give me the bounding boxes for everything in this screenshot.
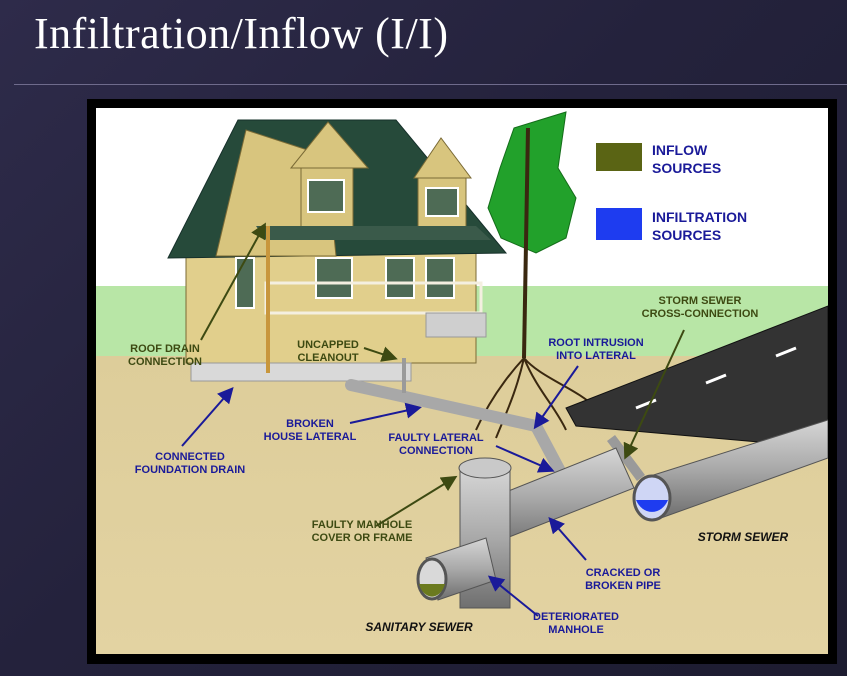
label-uncapped-cleanout-line2: CLEANOUT [297,352,358,364]
label-deteriorated-manhole-line2: MANHOLE [548,624,604,636]
label-faulty-lateral-line2: CONNECTION [399,445,473,457]
slide-title: Infiltration/Inflow (I/I) [34,9,449,58]
infiltration-swatch [596,208,642,240]
storm-sewer-pipe [607,419,828,522]
legend-inflow-line1: INFLOW [652,142,708,158]
label-broken-lateral-line1: BROKEN [286,418,334,430]
label-storm-sewer: STORM SEWER [698,530,789,544]
label-broken-lateral-line2: HOUSE LATERAL [264,431,357,443]
label-roof-drain-line2: CONNECTION [128,356,202,368]
legend-infiltration-line1: INFILTRATION [652,209,747,225]
callout-labels: ROOF DRAIN CONNECTION UNCAPPED CLEANOUT … [128,295,789,636]
label-deteriorated-manhole-line1: DETERIORATED [533,611,619,623]
label-cracked-pipe-line1: CRACKED OR [586,567,661,579]
road [565,305,828,449]
tree [475,111,597,439]
label-storm-cross-line1: STORM SEWER [659,295,742,307]
label-sanitary-sewer: SANITARY SEWER [365,620,473,634]
callout-arrows [181,222,685,617]
inflow-infiltration-diagram: INFLOW SOURCES INFILTRATION SOURCES ROOF… [96,108,828,654]
label-root-intrusion-line2: INTO LATERAL [556,350,636,362]
label-faulty-lateral-line1: FAULTY LATERAL [388,432,484,444]
label-uncapped-cleanout-line1: UNCAPPED [297,339,359,351]
label-faulty-manhole-line1: FAULTY MANHOLE [312,519,412,531]
title-divider [14,84,847,85]
label-roof-drain-line1: ROOF DRAIN [130,343,200,355]
label-root-intrusion-line1: ROOT INTRUSION [548,337,643,349]
label-foundation-drain-line2: FOUNDATION DRAIN [135,464,245,476]
legend-inflow-line2: SOURCES [652,160,721,176]
inflow-swatch [596,143,642,171]
label-foundation-drain-line1: CONNECTED [155,451,225,463]
label-storm-cross-line2: CROSS-CONNECTION [642,308,759,320]
house-lateral-pipe [345,358,567,479]
sanitary-sewer-pipe [416,447,635,609]
label-faulty-manhole-line2: COVER OR FRAME [312,532,413,544]
label-cracked-pipe-line2: BROKEN PIPE [585,580,661,592]
legend: INFLOW SOURCES INFILTRATION SOURCES [596,142,747,243]
legend-infiltration-line2: SOURCES [652,227,721,243]
